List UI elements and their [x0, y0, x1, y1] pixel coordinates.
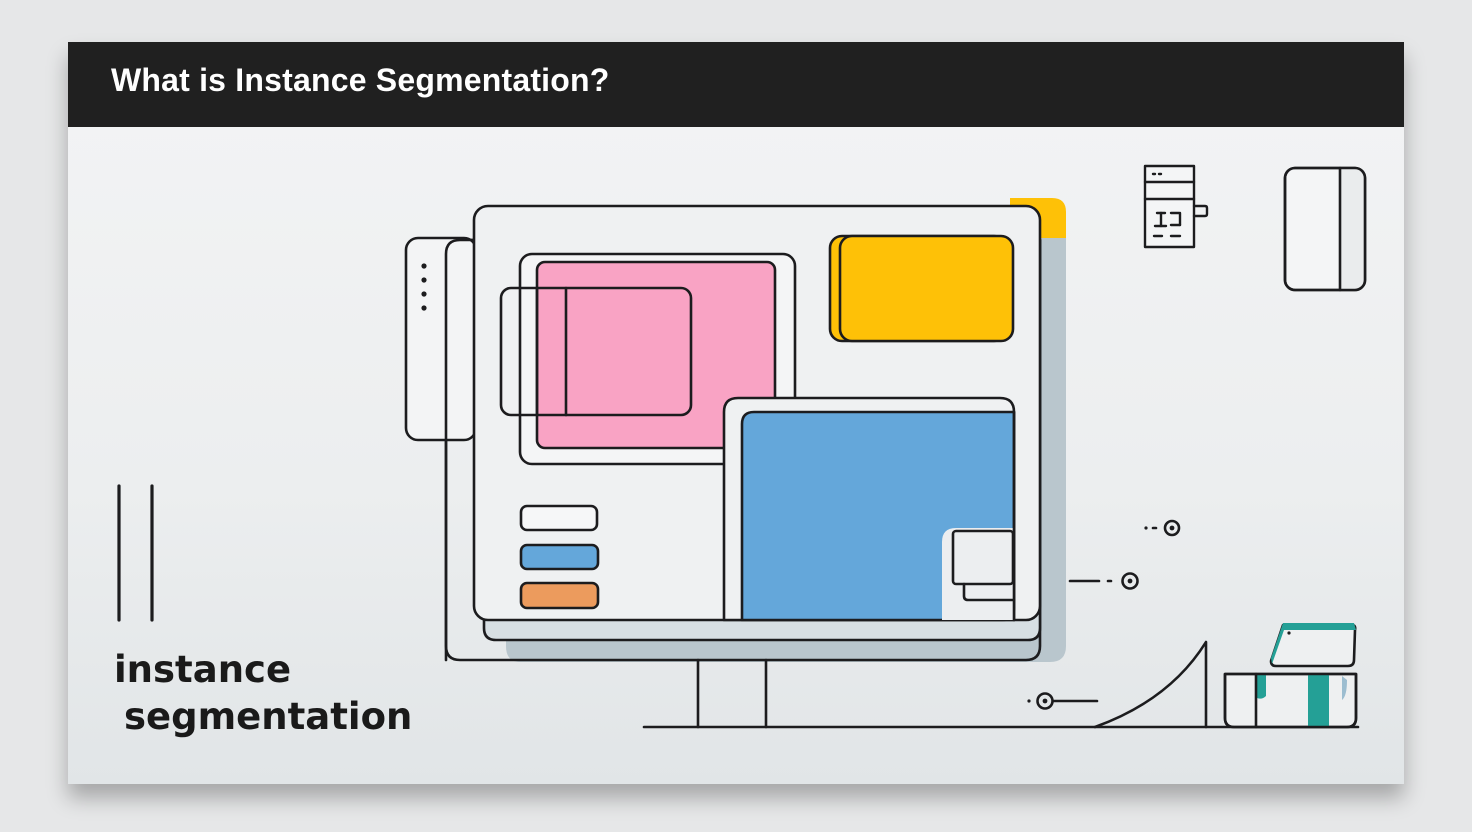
- illustration: [117, 164, 1367, 729]
- caption-line-2: segmentation: [124, 695, 413, 738]
- slide: What is Instance Segmentation?: [68, 42, 1404, 784]
- slide-title: What is Instance Segmentation?: [111, 62, 610, 98]
- decorative-vertical-lines: [117, 484, 154, 622]
- title-bar: What is Instance Segmentation?: [68, 42, 1404, 127]
- node-connector-icons: [1027, 519, 1181, 710]
- yellow-instance-mask: [828, 234, 1015, 343]
- caption-line-1: instance: [114, 648, 292, 691]
- box-package-icon: [1223, 623, 1358, 729]
- blue-instance-mask: [722, 396, 1016, 622]
- swatch-blue: [519, 543, 600, 571]
- ramp-shape: [1093, 640, 1208, 729]
- swatch-white: [519, 504, 599, 532]
- document-mug-icon: [1143, 164, 1209, 249]
- swatch-orange: [519, 581, 600, 610]
- legend-swatches: [519, 504, 600, 610]
- caption: instance segmentation: [114, 646, 412, 740]
- card-panel-icon: [1283, 166, 1367, 292]
- side-panel-tab: [404, 236, 478, 662]
